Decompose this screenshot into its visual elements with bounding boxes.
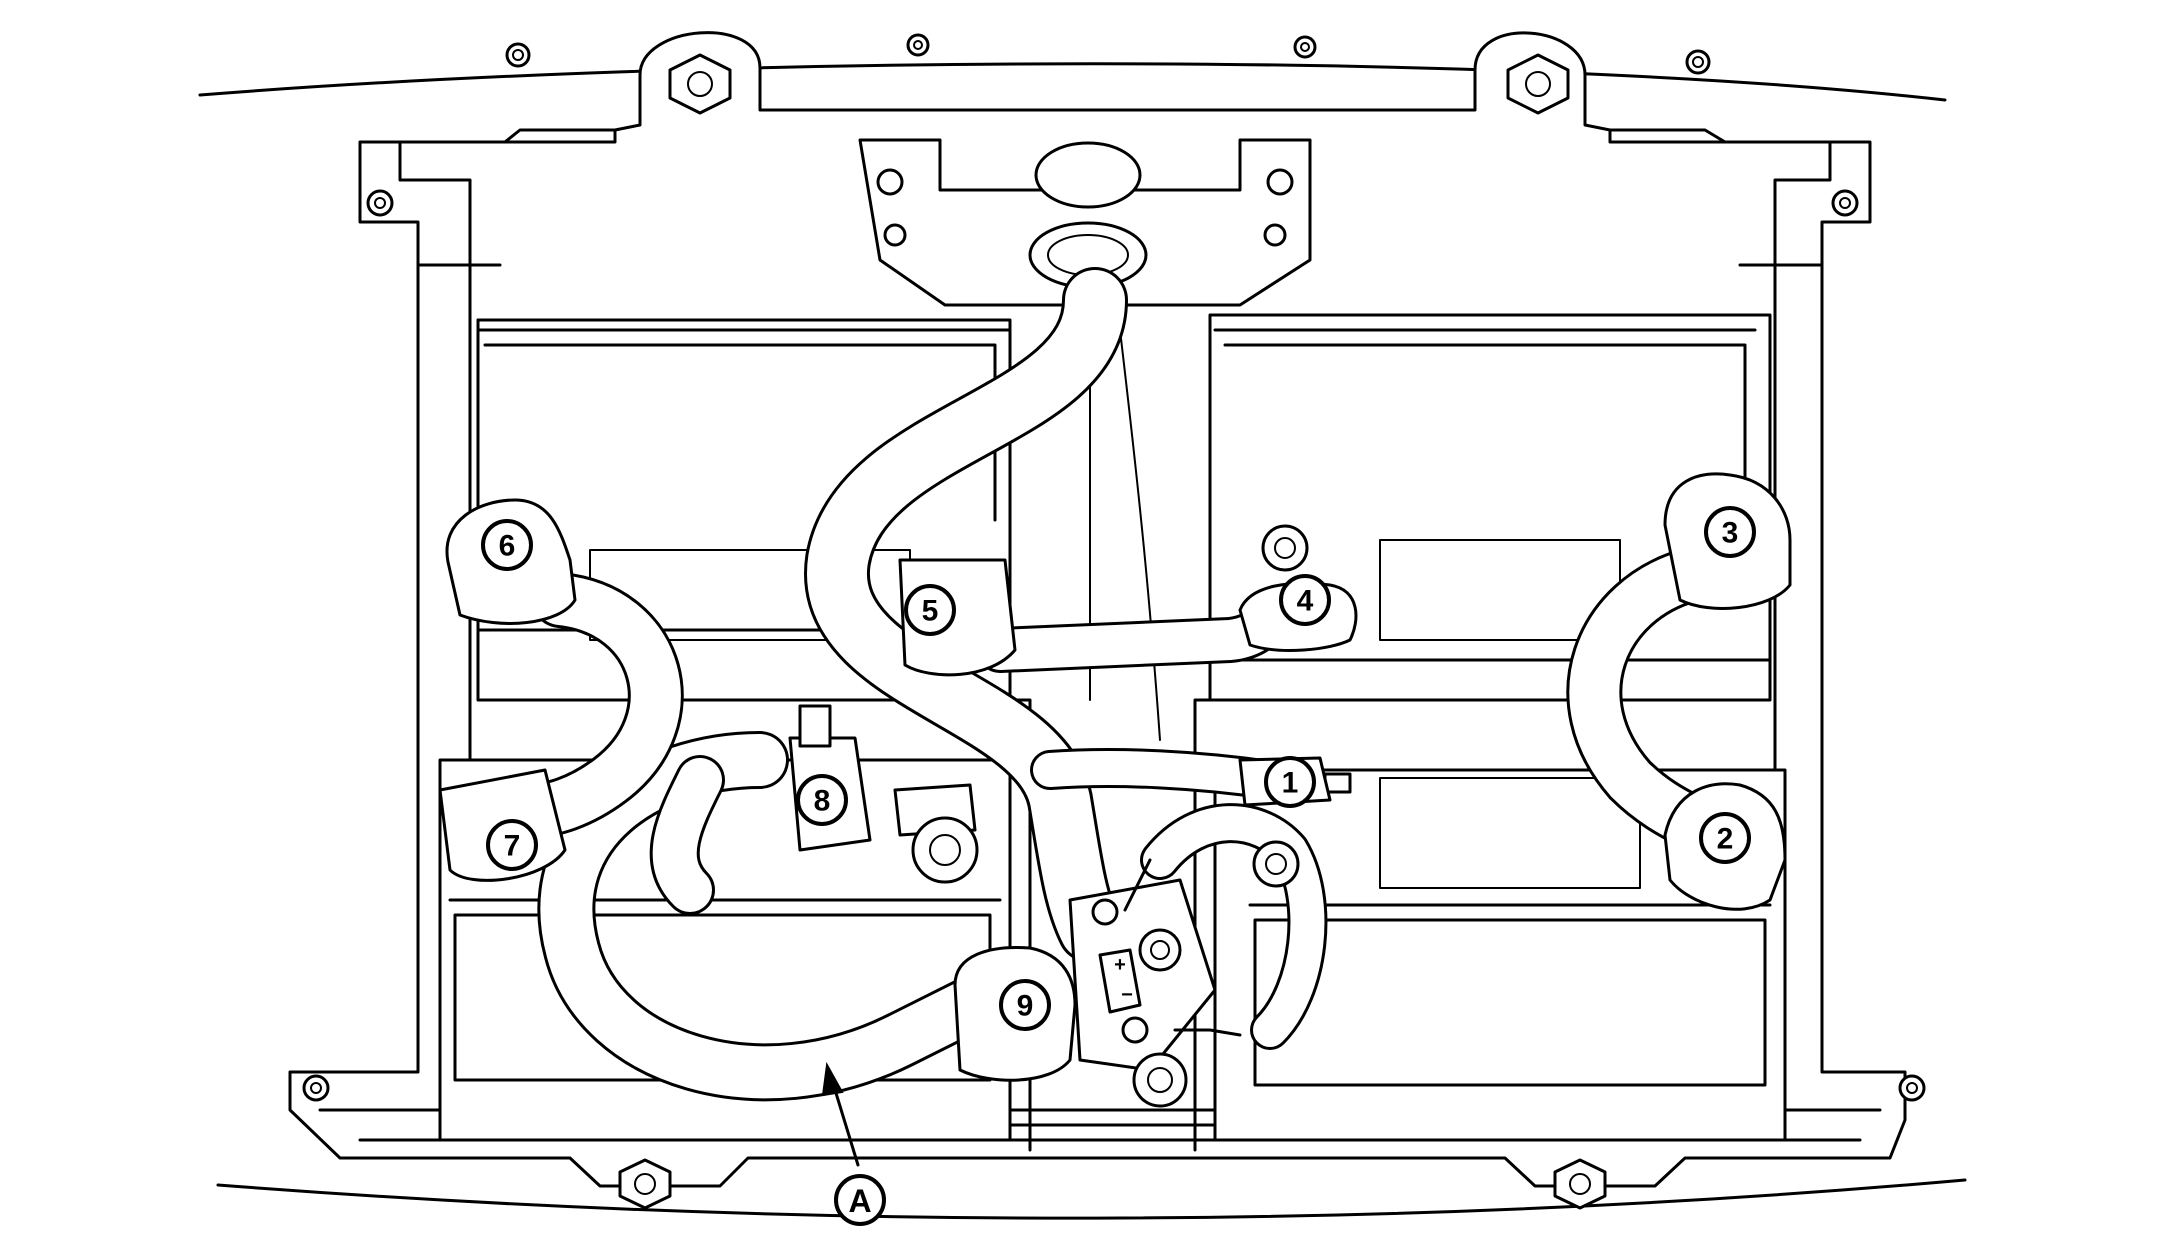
callout-5-label: 5	[922, 595, 939, 628]
callout-7: 7	[486, 819, 538, 871]
callout-a-label: A	[848, 1183, 871, 1219]
callout-9-label: 9	[1017, 990, 1034, 1023]
callout-1-label: 1	[1282, 767, 1299, 800]
callout-4-label: 4	[1297, 585, 1314, 618]
callout-2-label: 2	[1717, 823, 1734, 856]
callout-8-label: 8	[814, 785, 831, 818]
callout-4: 4	[1279, 574, 1331, 626]
main-harness-cable	[804, 267, 1128, 963]
callout-6: 6	[481, 519, 533, 571]
junction-box	[858, 138, 1312, 307]
callout-2: 2	[1699, 812, 1751, 864]
pointer-a-arrow	[821, 1061, 860, 1167]
callout-7-label: 7	[504, 830, 521, 863]
callout-9: 9	[999, 979, 1051, 1031]
bottom-mount-bolts	[618, 1158, 1607, 1210]
callout-5: 5	[904, 584, 956, 636]
callout-1: 1	[1264, 756, 1316, 808]
callout-6-label: 6	[499, 530, 516, 563]
terminal-post-4	[1261, 524, 1309, 572]
callout-8: 8	[796, 774, 848, 826]
callout-3-label: 3	[1722, 517, 1739, 550]
body-nuts	[505, 33, 1711, 75]
callout-a: A	[834, 1174, 886, 1226]
battery-lower-right	[1213, 768, 1787, 1142]
top-mount-bolts	[668, 53, 1570, 115]
bracket-holes	[302, 189, 1926, 1102]
fuse-minus-mark: −	[1121, 984, 1133, 1006]
callout-3: 3	[1704, 506, 1756, 558]
body-panel-lines	[198, 62, 1967, 1220]
fuse-holder: + −	[1068, 858, 1242, 1108]
terminal-post-misc	[1252, 772, 1352, 888]
fuse-plus-mark: +	[1114, 954, 1126, 976]
